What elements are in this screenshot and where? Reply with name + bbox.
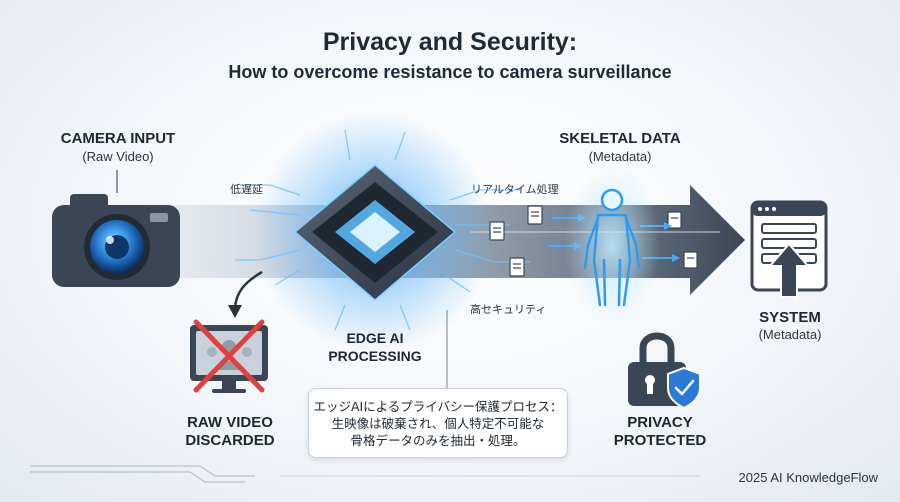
discard-cross-icon — [193, 319, 265, 393]
camera-icon — [52, 170, 180, 287]
skeletal-data-title: SKELETAL DATA — [559, 130, 681, 147]
edge-ai-chip-icon — [293, 164, 457, 301]
footer-decoration — [30, 465, 700, 483]
page-title: Privacy and Security: — [322, 28, 578, 56]
system-server-icon — [750, 200, 828, 298]
note-line1: エッジAIによるプライバシー保護プロセス： — [313, 398, 563, 414]
note-line2: 生映像は破棄され、個人特定不可能な — [331, 415, 545, 431]
privacy-protected-line2: PROTECTED — [613, 432, 707, 449]
privacy-process-note: エッジAIによるプライバシー保護プロセス： 生映像は破棄され、個人特定不可能な … — [308, 388, 568, 458]
discard-arrow-icon — [228, 270, 263, 318]
page-subtitle: How to overcome resistance to camera sur… — [228, 62, 672, 82]
footer-credit: 2025 AI KnowledgeFlow — [738, 470, 878, 485]
camera-input-subtitle: (Raw Video) — [82, 149, 154, 164]
label-realtime: リアルタイム処理 — [471, 183, 559, 196]
raw-video-discarded-line1: RAW VIDEO — [187, 414, 273, 431]
lock-shield-icon — [628, 332, 701, 410]
label-high-security: 高セキュリティ — [470, 303, 547, 316]
privacy-protected-line1: PRIVACY — [627, 414, 693, 431]
metadata-document-icons — [489, 205, 698, 277]
skeletal-data-subtitle: (Metadata) — [588, 149, 652, 164]
edge-ai-label-line1: EDGE AI — [346, 330, 404, 346]
note-line3: 骨格データのみを抽出・処理。 — [350, 432, 526, 448]
raw-video-discarded-line2: DISCARDED — [185, 432, 275, 449]
edge-ai-label-line2: PROCESSING — [328, 348, 422, 364]
circuit-traces — [235, 129, 530, 331]
system-subtitle: (Metadata) — [758, 327, 822, 342]
skeletal-person-icon — [564, 165, 660, 325]
camera-input-title: CAMERA INPUT — [60, 130, 176, 147]
system-title: SYSTEM — [759, 309, 821, 326]
label-low-latency: 低遅延 — [230, 183, 263, 196]
